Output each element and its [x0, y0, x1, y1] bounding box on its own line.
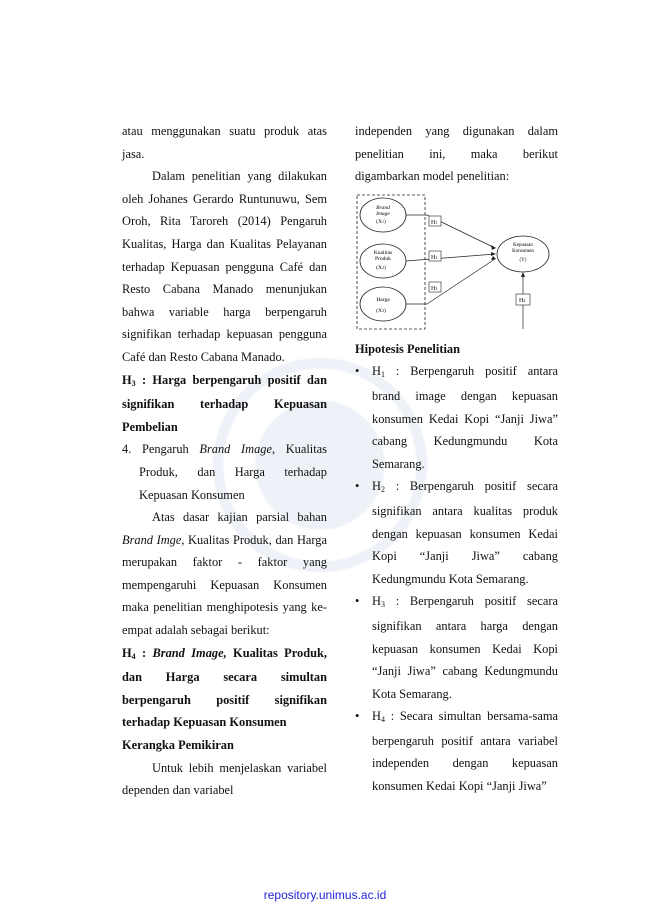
- arrow-h3-y: [426, 258, 496, 305]
- hypothesis-h3: H3 : Harga berpengaruh positif dan signi…: [122, 372, 327, 434]
- independent-variables-box: [356, 194, 426, 330]
- paragraph: Untuk lebih menjelaskan variabel depende…: [122, 760, 327, 798]
- node-x3-var: (X3): [376, 307, 386, 314]
- numbered-item-4: 4. Pengaruh Brand Image, Kualitas Produk…: [122, 442, 327, 502]
- node-y-label: Kepuasan: [513, 243, 533, 248]
- arrowhead: [491, 244, 496, 250]
- section-heading: Hipotesis Penelitian: [355, 341, 460, 356]
- right-column: independen yang digunakan dalam peneliti…: [355, 120, 558, 798]
- label-h4: H4: [519, 298, 525, 304]
- node-x1-label: Brand: [376, 205, 390, 211]
- label-h2: H2: [431, 255, 437, 261]
- paragraph: Atas dasar kajian parsial bahan Brand Im…: [122, 510, 327, 638]
- left-column: atau menggunakan suatu produk atas jasa.…: [122, 120, 327, 802]
- paragraph: Dalam penelitian yang dilakukan oleh Joh…: [122, 169, 327, 364]
- research-model-diagram: Brand Image (X1) Kualitas Produk (X2) Ha…: [356, 194, 550, 330]
- hypothesis-item-h3: H3 : Berpengaruh positif secara signifik…: [355, 590, 558, 705]
- section-heading: Kerangka Pemikiran: [122, 738, 234, 753]
- label-box-h1: [428, 215, 442, 227]
- node-x2-label: Kualitas: [374, 250, 392, 256]
- arrowhead: [491, 251, 496, 256]
- label-box-h3: [428, 281, 442, 293]
- hypothesis-h4: H4 : Brand Image, Kualitas Produk, dan H…: [122, 645, 327, 730]
- node-x1-var: (X1): [376, 218, 386, 225]
- paragraph: independen yang digunakan dalam peneliti…: [355, 124, 558, 184]
- arrowhead: [521, 271, 525, 277]
- label-h3: H3: [431, 286, 437, 292]
- hypothesis-item-h4: H4 : Secara simultan bersama-sama berpen…: [355, 705, 558, 797]
- arrow-x2-y: [405, 253, 496, 262]
- node-y-var: (Y): [520, 258, 527, 263]
- label-h1: H1: [431, 220, 437, 226]
- node-x3: [359, 286, 407, 322]
- hypothesis-item-h1: H1 : Berpengaruh positif antara brand im…: [355, 360, 558, 475]
- node-y: [496, 235, 550, 273]
- paragraph: atau menggunakan suatu produk atas jasa.: [122, 124, 327, 161]
- hypothesis-item-h2: H2 : Berpengaruh positif secara signifik…: [355, 475, 558, 590]
- node-x1-label: Image: [375, 211, 390, 217]
- node-x3-label: Harga: [376, 297, 390, 303]
- arrowhead: [491, 255, 496, 260]
- label-box-h2: [428, 250, 442, 262]
- node-y-label: Konsumen: [512, 249, 534, 254]
- node-x2-label: Produk: [375, 256, 391, 262]
- node-x2-var: (X2): [376, 264, 386, 271]
- repository-footer: repository.unimus.ac.id: [263, 888, 387, 902]
